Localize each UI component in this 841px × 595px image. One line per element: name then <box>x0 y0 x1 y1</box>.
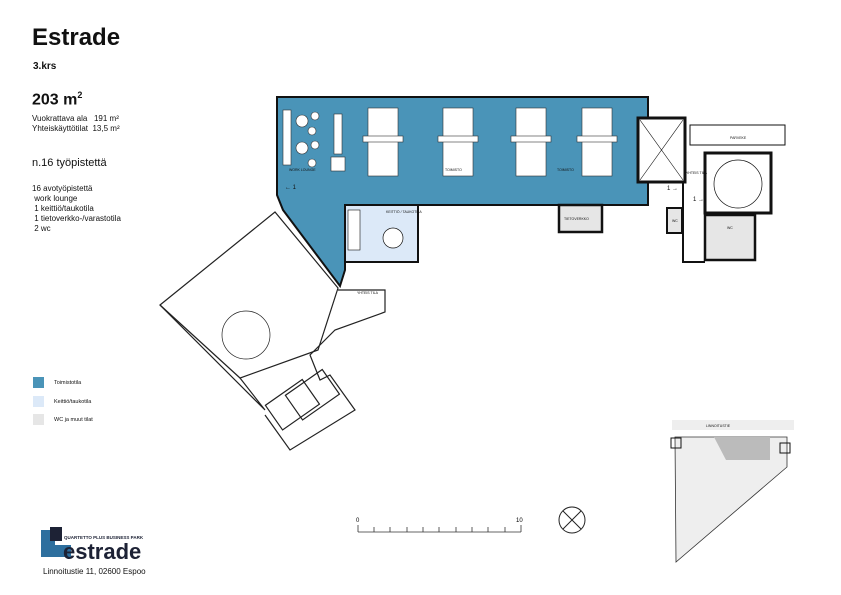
feature-item: 2 wc <box>32 224 51 233</box>
north-arrow-icon <box>558 506 586 534</box>
room-label-lobby: YHTEIS TILA <box>686 171 708 175</box>
room-label-office: TOIMISTO <box>557 168 574 172</box>
legend-kitchen: Keittiö/taukotila <box>33 396 91 407</box>
scale-end: 10 <box>516 518 523 524</box>
legend-swatch <box>33 396 44 407</box>
common-value: 13,5 m² <box>92 124 120 133</box>
common-area: Yhteiskäyttötilat 13,5 m² <box>32 124 120 134</box>
room-label-balcony: PARVEKE <box>730 136 747 140</box>
rentable-area: Vuokrattava ala 191 m² <box>32 114 119 124</box>
room-label-lounge: WORK LOUNGE <box>289 168 316 172</box>
feature-item: 1 tietoverkko-/varastotila <box>32 214 121 223</box>
room-label-wc: WC <box>672 219 678 223</box>
legend-label: WC ja muut tilat <box>54 416 93 423</box>
balcony <box>689 124 786 146</box>
legend-office: Toimistotila <box>33 377 81 388</box>
kitchen-counter <box>347 209 361 251</box>
legend-swatch <box>33 377 44 388</box>
feature-item: work lounge <box>32 194 78 203</box>
estrade-logo: QUARTETTO PLUS BUSINESS PARK estrade <box>41 527 144 564</box>
logo-name: estrade <box>63 539 141 564</box>
street-label: LINNOITUSTIE <box>706 424 731 428</box>
logo-tagline: QUARTETTO PLUS BUSINESS PARK <box>64 535 144 540</box>
legend-label: Toimistotila <box>54 379 82 386</box>
common-label: Yhteiskäyttötilat <box>32 124 89 133</box>
room-label-wc: WC <box>727 226 733 230</box>
legend-label: Keittiö/taukotila <box>54 398 92 405</box>
total-area-value: 203 m <box>32 91 78 109</box>
total-area: 203 m2 <box>32 90 82 109</box>
legend-wc: WC ja muut tilat <box>33 414 93 425</box>
feature-item: 16 avotyöpistettä <box>32 184 93 193</box>
area-unit-sup: 2 <box>77 90 83 100</box>
dining-table <box>382 227 404 249</box>
floor-label: 3.krs <box>33 61 57 72</box>
exit-marker: 1 → <box>693 197 704 203</box>
room-label-office: TOIMISTO <box>445 168 462 172</box>
key-plan <box>670 420 794 563</box>
scale-start: 0 <box>356 518 360 524</box>
feature-list: 16 avotyöpistettä work lounge 1 keittiö/… <box>32 184 121 234</box>
rentable-value: 191 m² <box>93 114 119 123</box>
building-title: Estrade <box>32 24 121 51</box>
legend-swatch <box>33 414 44 425</box>
scale-bar <box>357 525 522 533</box>
exit-marker: ← 1 <box>285 185 297 191</box>
room-label-lobby: YHTEIS TILA <box>357 291 379 295</box>
lower-wing <box>159 211 386 451</box>
feature-item: 1 keittiö/taukotila <box>32 204 94 213</box>
desk-groups <box>282 107 618 177</box>
rentable-label: Vuokrattava ala <box>32 114 88 123</box>
workstation-count: n.16 työpistettä <box>32 157 107 169</box>
network-room <box>557 203 604 234</box>
address: Linnoitustie 11, 02600 Espoo <box>43 567 146 576</box>
room-label-network: TIETOVERKKO <box>564 217 589 221</box>
exit-marker: 1 → <box>667 186 678 192</box>
wc-area <box>703 213 757 262</box>
spiral-stair <box>713 159 763 209</box>
room-label-kitchen: KEITTIÖ / TAUKOTILA <box>386 210 422 214</box>
stairwell <box>703 151 773 215</box>
